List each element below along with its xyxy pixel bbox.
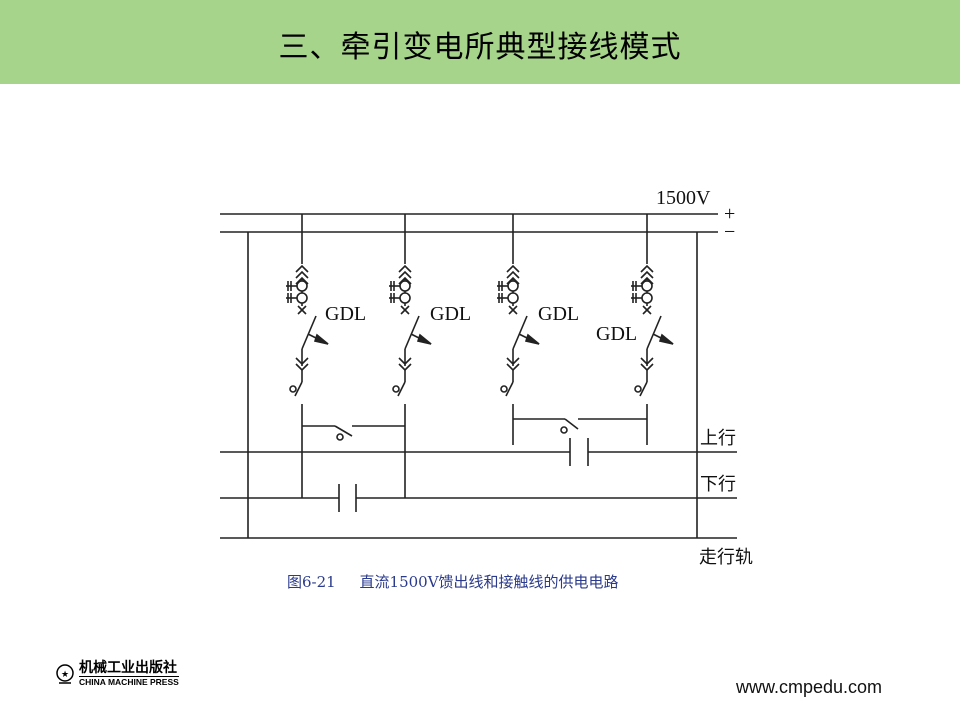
- title-bar: 三、牵引变电所典型接线模式: [0, 0, 960, 84]
- breaker-label-4: GDL: [596, 323, 637, 345]
- minus-label: −: [724, 221, 735, 243]
- voltage-label: 1500V: [656, 187, 711, 209]
- breaker-label-2: GDL: [430, 303, 471, 325]
- publisher-name-cn: 机械工业出版社: [79, 660, 179, 677]
- website-url: www.cmpedu.com: [736, 677, 883, 697]
- breaker-label-1: GDL: [325, 303, 366, 325]
- up-line-label: 上行: [700, 428, 736, 449]
- slide-title: 三、牵引变电所典型接线模式: [278, 30, 682, 65]
- feeder-branch-4: [630, 213, 674, 397]
- down-line-label: 下行: [700, 474, 736, 495]
- publisher-name-en: CHINA MACHINE PRESS: [79, 677, 179, 687]
- plus-label: +: [724, 203, 735, 225]
- feeder-branch-3: [496, 213, 540, 397]
- feeder-branch-2: [388, 213, 432, 397]
- publisher-logo: ★ 机械工业出版社 CHINA MACHINE PRESS: [55, 660, 179, 687]
- gear-star-icon: ★: [56, 663, 74, 684]
- rail-label: 走行轨: [699, 547, 753, 568]
- svg-text:★: ★: [61, 670, 69, 680]
- feeder-branch-1: [285, 213, 329, 397]
- figure-caption: 图6-21 直流1500V馈出线和接触线的供电电路: [287, 573, 619, 591]
- breaker-label-3: GDL: [538, 303, 579, 325]
